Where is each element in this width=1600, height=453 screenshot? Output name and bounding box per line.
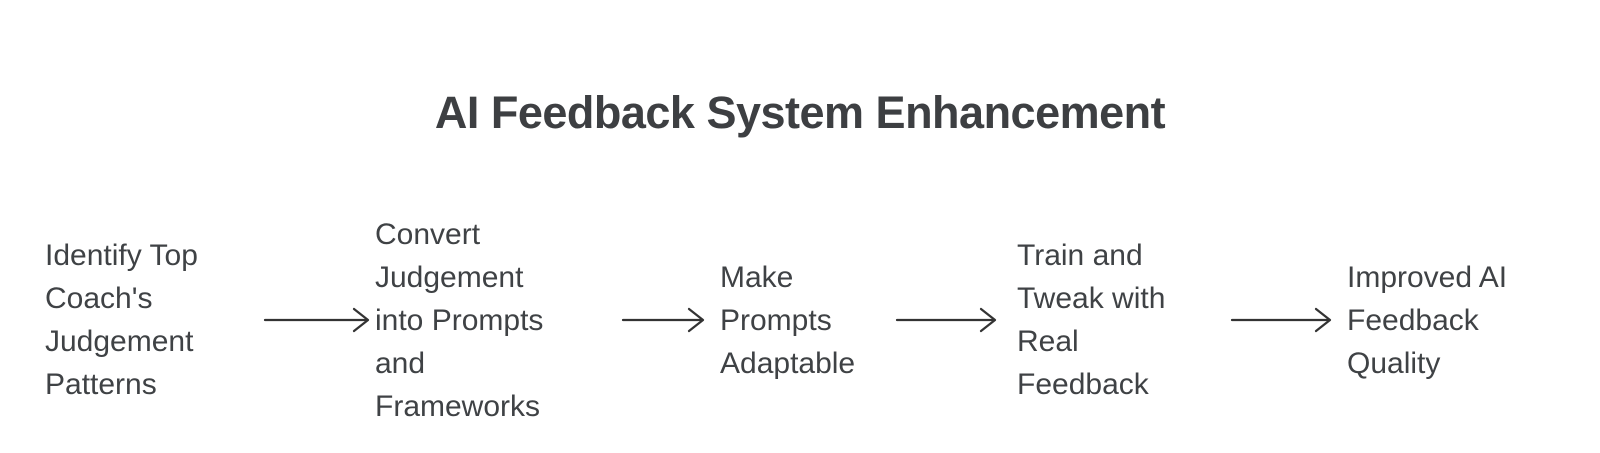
flow-node-make-adaptable: Make Prompts Adaptable bbox=[720, 261, 856, 380]
right-arrow-icon bbox=[895, 307, 997, 333]
flow-node-convert-judgement: Convert Judgement into Prompts and Frame… bbox=[375, 218, 544, 423]
right-arrow-icon bbox=[1230, 307, 1332, 333]
flow-node-identify-patterns: Identify Top Coach's Judgement Patterns bbox=[45, 239, 198, 401]
right-arrow-icon bbox=[263, 307, 370, 333]
flow-node-train-tweak: Train and Tweak with Real Feedback bbox=[1017, 239, 1166, 401]
right-arrow-icon bbox=[621, 307, 705, 333]
diagram-title: AI Feedback System Enhancement bbox=[434, 87, 1166, 138]
flow-node-improved-quality: Improved AI Feedback Quality bbox=[1347, 261, 1508, 380]
